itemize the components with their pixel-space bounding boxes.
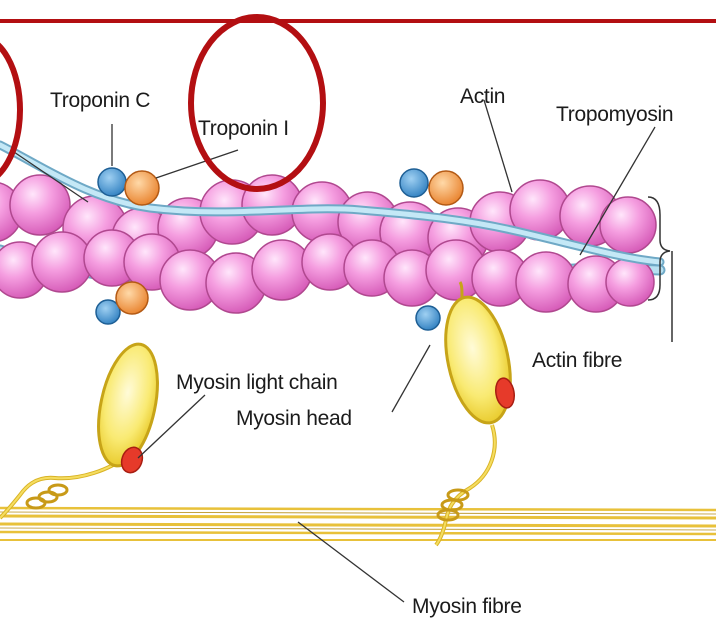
actin-bead bbox=[606, 258, 654, 306]
troponin-i-bead bbox=[125, 171, 159, 205]
troponin-i-label: Troponin I bbox=[198, 118, 289, 139]
myosin-head-label: Myosin head bbox=[236, 408, 352, 429]
actin-label: Actin bbox=[460, 86, 505, 107]
actin-fibre-label: Actin fibre bbox=[532, 350, 622, 371]
actin-bead bbox=[516, 252, 576, 312]
myosin-light-chain-label: Myosin light chain bbox=[176, 372, 338, 393]
myosin-fibre-label: Myosin fibre bbox=[412, 596, 522, 617]
troponin-c-bead bbox=[98, 168, 126, 196]
troponin-c-bead bbox=[400, 169, 428, 197]
top-rule bbox=[0, 19, 716, 23]
troponin-i-bead bbox=[429, 171, 463, 205]
actin-bead bbox=[32, 232, 92, 292]
myosin-molecule-2 bbox=[435, 282, 520, 545]
troponin-c-highlight-circle bbox=[0, 36, 20, 184]
troponin-i-bead-lower bbox=[116, 282, 148, 314]
troponin-c-bead-lower bbox=[416, 306, 440, 330]
troponin-c-label: Troponin C bbox=[50, 90, 150, 111]
myosin-molecule-1 bbox=[0, 339, 167, 518]
myosin-fibre bbox=[0, 508, 716, 540]
troponin-i-highlight-circle bbox=[191, 17, 323, 189]
tropomyosin-label: Tropomyosin bbox=[556, 104, 673, 125]
